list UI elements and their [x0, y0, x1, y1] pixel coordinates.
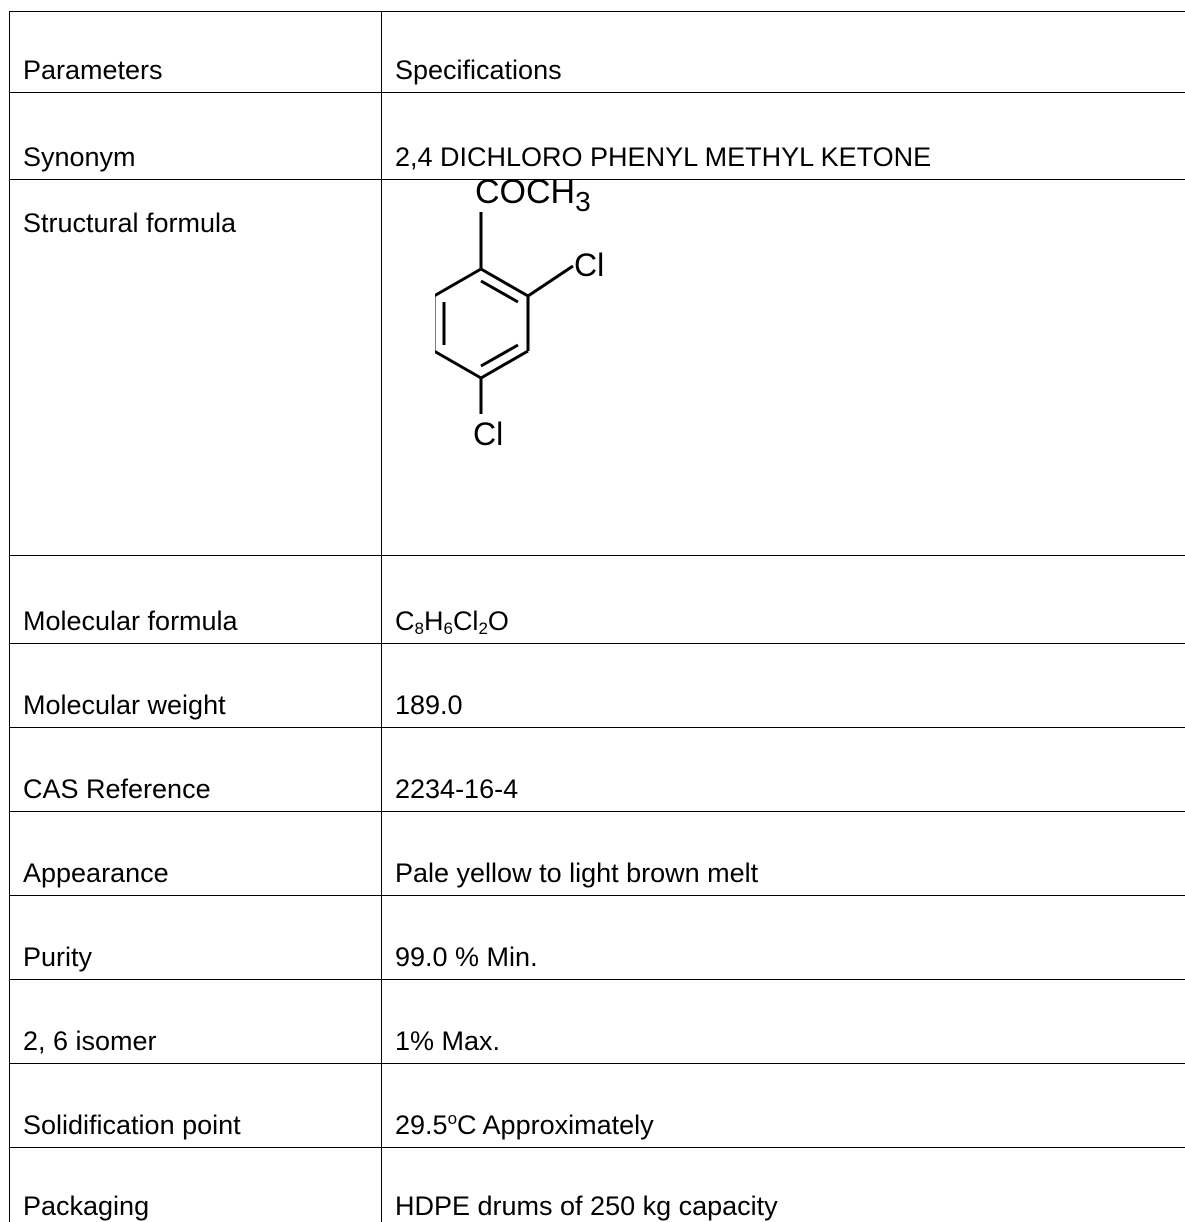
- value-cell: HDPE drums of 250 kg capacity: [382, 1148, 1185, 1222]
- table-row: 2, 6 isomer 1% Max.: [10, 980, 1185, 1064]
- param-cell: CAS Reference: [10, 728, 382, 812]
- value-molecular-weight: 189.0: [395, 690, 463, 720]
- param-cell: Molecular weight: [10, 644, 382, 728]
- value-cell: Pale yellow to light brown melt: [382, 812, 1185, 896]
- value-solidification-point: 29.5oC Approximately: [395, 1110, 654, 1140]
- header-specifications-label: Specifications: [395, 55, 562, 85]
- table-row: Synonym 2,4 DICHLORO PHENYL METHYL KETON…: [10, 93, 1185, 180]
- param-synonym: Synonym: [23, 142, 136, 172]
- param-packaging: Packaging: [23, 1191, 149, 1221]
- value-packaging: HDPE drums of 250 kg capacity: [395, 1191, 778, 1221]
- benzene-ring: [435, 212, 573, 414]
- table-row: CAS Reference 2234-16-4: [10, 728, 1185, 812]
- param-appearance: Appearance: [23, 858, 169, 888]
- param-purity: Purity: [23, 942, 92, 972]
- value-cell: 2,4 DICHLORO PHENYL METHYL KETONE: [382, 93, 1185, 180]
- table-row: Purity 99.0 % Min.: [10, 896, 1185, 980]
- param-solidification-point: Solidification point: [23, 1110, 241, 1140]
- specification-table: Parameters Specifications Synonym 2,4 DI…: [9, 11, 1185, 1222]
- value-molecular-formula: C8H6Cl2O: [395, 606, 509, 636]
- ring-double-bond: [481, 345, 518, 366]
- param-structural-formula: Structural formula: [23, 180, 381, 239]
- header-parameters: Parameters: [10, 12, 382, 93]
- value-cell: 29.5oC Approximately: [382, 1064, 1185, 1148]
- value-cell: COCH3 Cl: [382, 180, 1185, 556]
- param-molecular-weight: Molecular weight: [23, 690, 226, 720]
- param-molecular-formula: Molecular formula: [23, 606, 238, 636]
- table-row: Molecular formula C8H6Cl2O: [10, 556, 1185, 644]
- table-header-row: Parameters Specifications: [10, 12, 1185, 93]
- param-cell: Synonym: [10, 93, 382, 180]
- ring-double-bond: [481, 281, 518, 302]
- value-cell: 189.0: [382, 644, 1185, 728]
- table-row: Appearance Pale yellow to light brown me…: [10, 812, 1185, 896]
- value-cell: 2234-16-4: [382, 728, 1185, 812]
- ring-bond: [435, 269, 481, 296]
- param-cell: Purity: [10, 896, 382, 980]
- param-cas-reference: CAS Reference: [23, 774, 211, 804]
- table-row: Packaging HDPE drums of 250 kg capacity: [10, 1148, 1185, 1222]
- header-parameters-label: Parameters: [23, 55, 163, 85]
- ring-bond: [481, 269, 528, 296]
- structural-formula-diagram: COCH3 Cl: [435, 142, 665, 462]
- param-isomer: 2, 6 isomer: [23, 1026, 157, 1056]
- param-cell: Solidification point: [10, 1064, 382, 1148]
- value-cell: 99.0 % Min.: [382, 896, 1185, 980]
- chloro-label-bottom: Cl: [473, 416, 503, 452]
- param-cell: 2, 6 isomer: [10, 980, 382, 1064]
- table-row: Structural formula COCH3: [10, 180, 1185, 556]
- param-cell: Appearance: [10, 812, 382, 896]
- acetyl-group-label: COCH3: [475, 173, 591, 217]
- bond-chloro-top: [528, 266, 573, 296]
- ring-bond: [481, 351, 528, 378]
- param-cell: Molecular formula: [10, 556, 382, 644]
- param-cell: Structural formula: [10, 180, 382, 556]
- value-isomer: 1% Max.: [395, 1026, 500, 1056]
- value-cas-reference: 2234-16-4: [395, 774, 518, 804]
- value-cell: C8H6Cl2O: [382, 556, 1185, 644]
- header-specifications: Specifications: [382, 12, 1185, 93]
- ring-bond: [435, 351, 481, 378]
- param-cell: Packaging: [10, 1148, 382, 1222]
- table-row: Molecular weight 189.0: [10, 644, 1185, 728]
- table-row: Solidification point 29.5oC Approximatel…: [10, 1064, 1185, 1148]
- value-synonym: 2,4 DICHLORO PHENYL METHYL KETONE: [395, 142, 931, 172]
- value-purity: 99.0 % Min.: [395, 942, 538, 972]
- value-appearance: Pale yellow to light brown melt: [395, 858, 758, 888]
- chloro-label-top: Cl: [574, 247, 604, 283]
- value-cell: 1% Max.: [382, 980, 1185, 1064]
